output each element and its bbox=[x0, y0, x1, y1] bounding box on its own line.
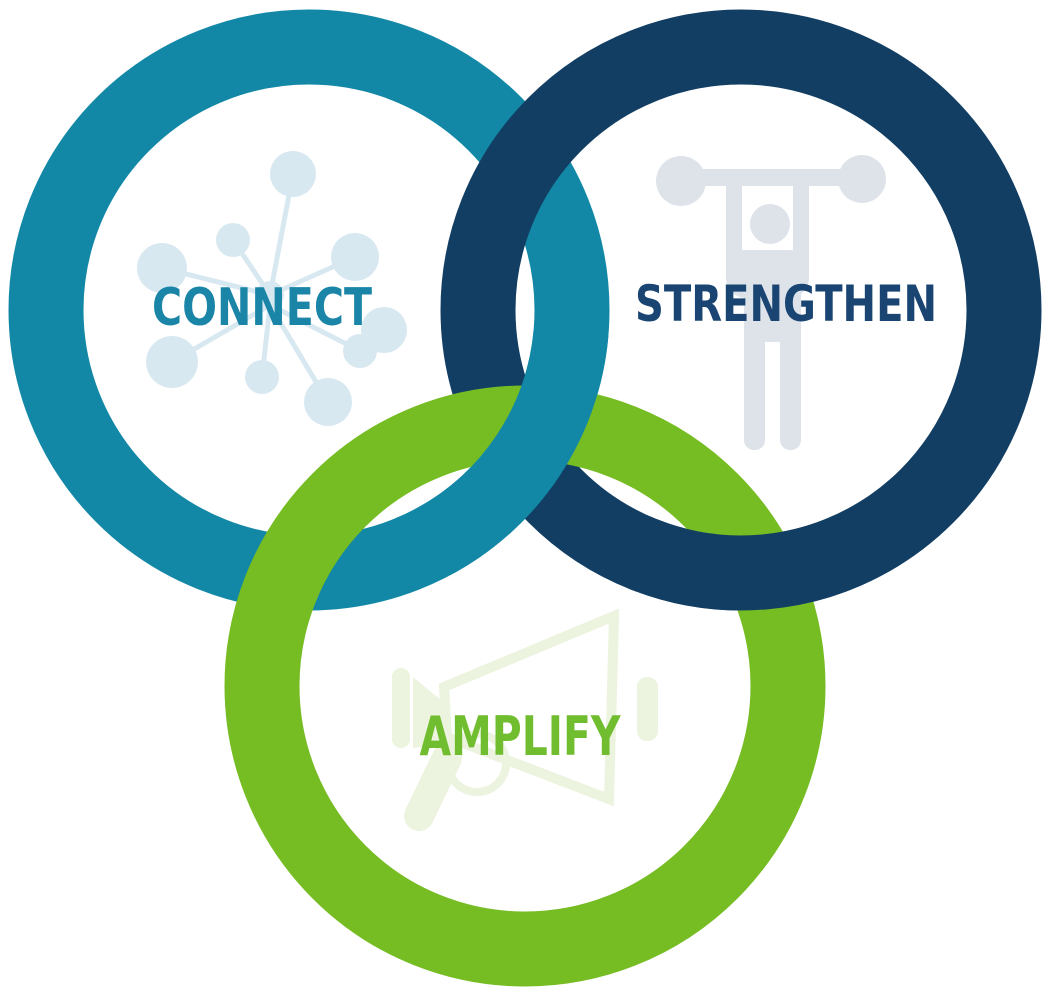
network-node bbox=[270, 151, 316, 197]
barbell-weight-right bbox=[838, 155, 886, 203]
network-icon bbox=[137, 151, 407, 426]
network-node bbox=[331, 233, 379, 281]
megaphone-front-cap bbox=[637, 677, 658, 741]
megaphone-back-cap bbox=[392, 668, 410, 748]
network-node bbox=[245, 360, 279, 394]
lifter-leg-right bbox=[780, 330, 801, 450]
weightlifter-icon bbox=[656, 155, 886, 450]
network-hub-node bbox=[256, 281, 284, 309]
lifter-head bbox=[750, 204, 790, 244]
network-node bbox=[137, 243, 187, 293]
strengthen-ring-over-arc bbox=[628, 500, 901, 611]
network-node bbox=[304, 378, 352, 426]
barbell-bar bbox=[662, 169, 876, 186]
megaphone-mouthpiece bbox=[413, 677, 448, 748]
connect-ring-over-arc bbox=[414, 328, 609, 576]
network-node bbox=[361, 307, 407, 353]
network-node bbox=[146, 336, 198, 388]
network-nodes bbox=[137, 151, 407, 426]
megaphone-handle bbox=[404, 743, 462, 831]
megaphone-horn bbox=[438, 608, 620, 807]
lifter-leg-left bbox=[744, 330, 765, 450]
network-node bbox=[216, 223, 250, 257]
strengthen-label: STRENGTHEN bbox=[635, 275, 937, 333]
megaphone-icon bbox=[392, 608, 658, 831]
connect-label: CONNECT bbox=[152, 278, 372, 338]
amplify-label: AMPLIFY bbox=[420, 705, 622, 768]
barbell-weight-left bbox=[656, 156, 706, 206]
